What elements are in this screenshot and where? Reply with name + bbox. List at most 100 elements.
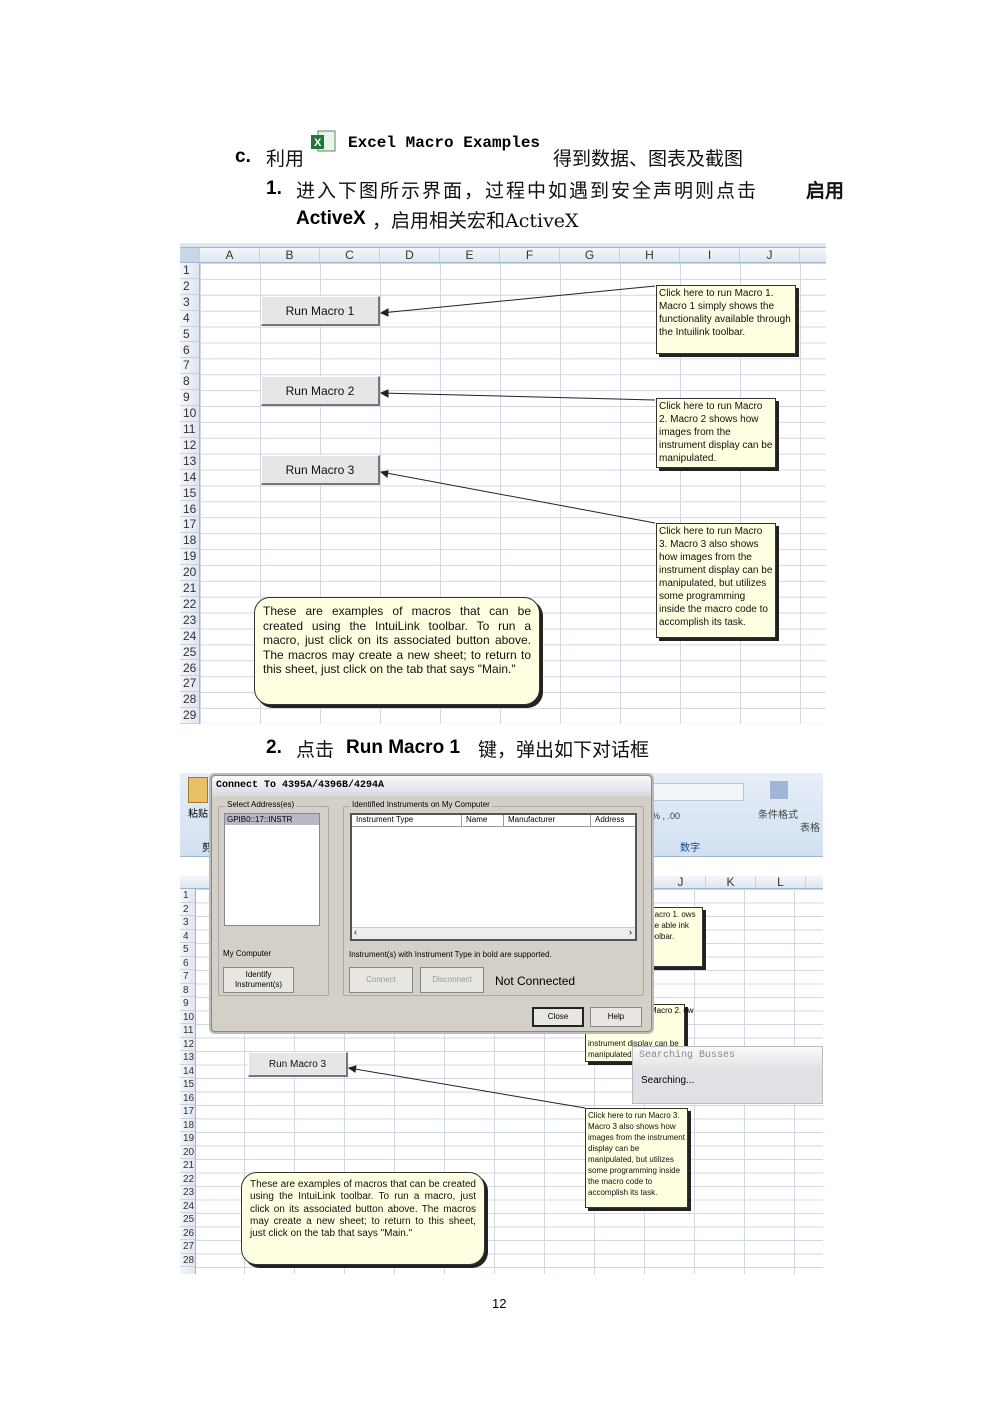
row-header[interactable]: 29 xyxy=(180,708,199,724)
col-address[interactable]: Address xyxy=(595,815,625,824)
step2-pre: 点击 xyxy=(296,739,335,761)
row-header[interactable]: 5 xyxy=(180,943,195,957)
row-header[interactable]: 19 xyxy=(180,549,199,566)
row-header[interactable]: 10 xyxy=(180,406,199,422)
column-header[interactable]: J xyxy=(740,248,800,262)
scroll-left-icon[interactable]: ‹ xyxy=(354,927,357,937)
run-macro-3-button[interactable]: Run Macro 3 xyxy=(261,455,380,485)
select-all-corner[interactable] xyxy=(180,248,200,262)
column-header[interactable]: K xyxy=(706,876,756,889)
help-button[interactable]: Help xyxy=(590,1007,642,1027)
paste-button[interactable]: 粘贴 xyxy=(188,809,208,820)
col-manufacturer[interactable]: Manufacturer xyxy=(504,815,591,826)
macro-2-note-text: instrument display can be manipulated xyxy=(588,1039,679,1059)
column-header[interactable]: I xyxy=(680,248,740,262)
row-header[interactable]: 13 xyxy=(180,1051,195,1065)
row-header[interactable]: 24 xyxy=(180,1200,195,1213)
row-header[interactable]: 12 xyxy=(180,438,199,454)
close-button[interactable]: Close xyxy=(532,1007,584,1027)
row-header[interactable]: 26 xyxy=(180,661,199,677)
row-header[interactable]: 21 xyxy=(180,581,199,597)
conditional-format-button[interactable]: 条件格式 xyxy=(758,810,798,821)
instruments-table[interactable]: Instrument Type Name Manufacturer Addres… xyxy=(350,813,637,941)
row-header[interactable]: 3 xyxy=(180,295,199,311)
row-header[interactable]: 13 xyxy=(180,454,199,470)
run-macro-1-button[interactable]: Run Macro 1 xyxy=(261,296,380,326)
row-header[interactable]: 18 xyxy=(180,1119,195,1132)
number-format-select[interactable] xyxy=(652,783,744,801)
col-instrument-type[interactable]: Instrument Type xyxy=(352,815,462,826)
row-header[interactable]: 27 xyxy=(180,676,199,693)
row-header[interactable]: 1 xyxy=(180,889,195,903)
col-name[interactable]: Name xyxy=(462,815,504,826)
row-header[interactable]: 8 xyxy=(180,374,199,391)
column-header[interactable]: C xyxy=(320,248,380,262)
row-header[interactable]: 23 xyxy=(180,613,199,629)
row-header[interactable]: 25 xyxy=(180,645,199,661)
table-format-button[interactable]: 表格 xyxy=(800,823,820,834)
row-header[interactable]: 16 xyxy=(180,502,199,518)
row-header[interactable]: 14 xyxy=(180,470,199,486)
row-header[interactable]: 22 xyxy=(180,1173,195,1186)
row-header[interactable]: 10 xyxy=(180,1011,195,1024)
identify-instruments-button[interactable]: Identify Instrument(s) xyxy=(223,967,294,993)
row-header[interactable]: 6 xyxy=(180,957,195,970)
row-header[interactable]: 9 xyxy=(180,390,199,407)
row-header[interactable]: 2 xyxy=(180,903,195,916)
row-header[interactable]: 25 xyxy=(180,1213,195,1227)
number-group-label: 数字 xyxy=(680,843,700,854)
row-header[interactable]: 16 xyxy=(180,1092,195,1105)
row-header[interactable]: 18 xyxy=(180,533,199,550)
column-header[interactable]: B xyxy=(260,248,320,262)
number-format-buttons[interactable]: % , .00 xyxy=(652,811,681,821)
row-header[interactable]: 15 xyxy=(180,486,199,502)
disconnect-button[interactable]: Disconnect xyxy=(420,967,484,993)
row-header[interactable]: 2 xyxy=(180,279,199,295)
column-header[interactable]: J xyxy=(656,876,706,889)
row-header[interactable]: 7 xyxy=(180,358,199,375)
run-macro-2-button[interactable]: Run Macro 2 xyxy=(261,376,380,406)
row-header[interactable]: 11 xyxy=(180,422,199,438)
macro-3-note: Click here to run Macro 3. Macro 3 also … xyxy=(585,1108,688,1208)
address-item[interactable]: GPIB0::17::INSTR xyxy=(225,814,319,825)
row-header[interactable]: 24 xyxy=(180,629,199,645)
column-header[interactable]: H xyxy=(620,248,680,262)
row-header[interactable]: 3 xyxy=(180,916,195,930)
column-header[interactable]: A xyxy=(200,248,260,262)
row-header[interactable]: 9 xyxy=(180,997,195,1011)
supported-hint: Instrument(s) with Instrument Type in bo… xyxy=(349,950,552,959)
row-header[interactable]: 19 xyxy=(180,1132,195,1146)
run-macro-3-button[interactable]: Run Macro 3 xyxy=(248,1052,348,1077)
column-header[interactable]: E xyxy=(440,248,500,262)
row-header[interactable]: 17 xyxy=(180,1105,195,1119)
row-header[interactable]: 21 xyxy=(180,1159,195,1173)
row-header[interactable]: 11 xyxy=(180,1024,195,1038)
column-header[interactable]: L xyxy=(756,876,806,889)
row-header[interactable]: 14 xyxy=(180,1065,195,1078)
row-header[interactable]: 1 xyxy=(180,263,199,279)
row-header[interactable]: 28 xyxy=(180,1254,195,1267)
horizontal-scrollbar[interactable]: ‹ › xyxy=(352,927,635,939)
column-header[interactable]: F xyxy=(500,248,560,262)
row-header[interactable]: 20 xyxy=(180,1146,195,1159)
row-header[interactable]: 7 xyxy=(180,970,195,984)
row-header[interactable]: 23 xyxy=(180,1186,195,1200)
row-header[interactable]: 5 xyxy=(180,327,199,343)
row-header[interactable]: 12 xyxy=(180,1038,195,1051)
row-header[interactable]: 28 xyxy=(180,692,199,709)
row-header[interactable]: 26 xyxy=(180,1227,195,1240)
row-header[interactable]: 15 xyxy=(180,1078,195,1092)
connect-button[interactable]: Connect xyxy=(349,967,413,993)
row-header[interactable]: 22 xyxy=(180,597,199,613)
row-header[interactable]: 17 xyxy=(180,517,199,534)
row-header[interactable]: 6 xyxy=(180,343,199,359)
row-header[interactable]: 8 xyxy=(180,984,195,997)
scroll-right-icon[interactable]: › xyxy=(629,927,632,937)
row-header[interactable]: 4 xyxy=(180,930,195,943)
address-list[interactable]: GPIB0::17::INSTR xyxy=(224,813,320,926)
row-header[interactable]: 27 xyxy=(180,1240,195,1254)
row-header[interactable]: 20 xyxy=(180,565,199,581)
row-header[interactable]: 4 xyxy=(180,311,199,327)
column-header[interactable]: D xyxy=(380,248,440,262)
column-header[interactable]: G xyxy=(560,248,620,262)
